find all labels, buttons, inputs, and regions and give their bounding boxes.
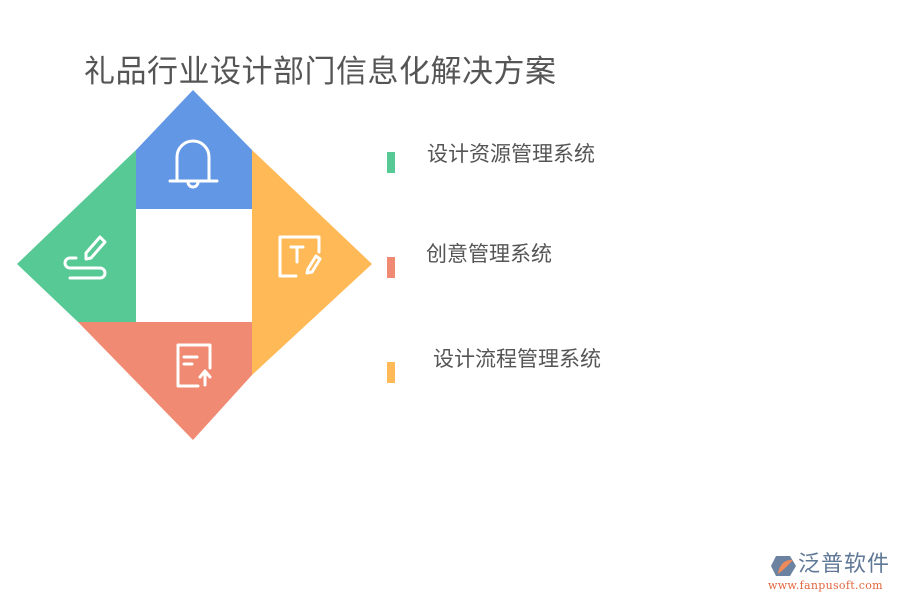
segment-left	[17, 150, 136, 322]
fanpu-logo-icon	[771, 556, 796, 576]
bell-icon	[168, 139, 219, 189]
brand-url: www.fanpusoft.com	[768, 579, 883, 592]
list-item-creative: 创意管理系统	[387, 240, 647, 278]
list-item-label: 创意管理系统	[426, 242, 552, 266]
page-title: 礼品行业设计部门信息化解决方案	[84, 54, 557, 90]
text-edit-icon	[278, 235, 322, 278]
signature-pen-icon	[63, 235, 107, 280]
segment-top	[136, 90, 252, 209]
center-square	[136, 209, 252, 322]
list-item-design-resources: 设计资源管理系统	[387, 140, 647, 173]
segment-right	[252, 150, 372, 375]
red-bullet-bar	[387, 257, 395, 278]
brand-name: 泛普软件	[798, 552, 891, 577]
list-item-label: 设计资源管理系统	[427, 142, 595, 166]
fanpu-logo: 泛普软件 www.fanpusoft.com	[768, 552, 893, 594]
list-item-design-workflow: 设计流程管理系统	[387, 345, 647, 383]
document-upload-icon	[176, 343, 212, 388]
segment-bottom	[78, 322, 252, 440]
green-bullet-bar	[387, 152, 395, 173]
list-item-label: 设计流程管理系统	[433, 347, 601, 371]
orange-bullet-bar	[387, 362, 395, 383]
